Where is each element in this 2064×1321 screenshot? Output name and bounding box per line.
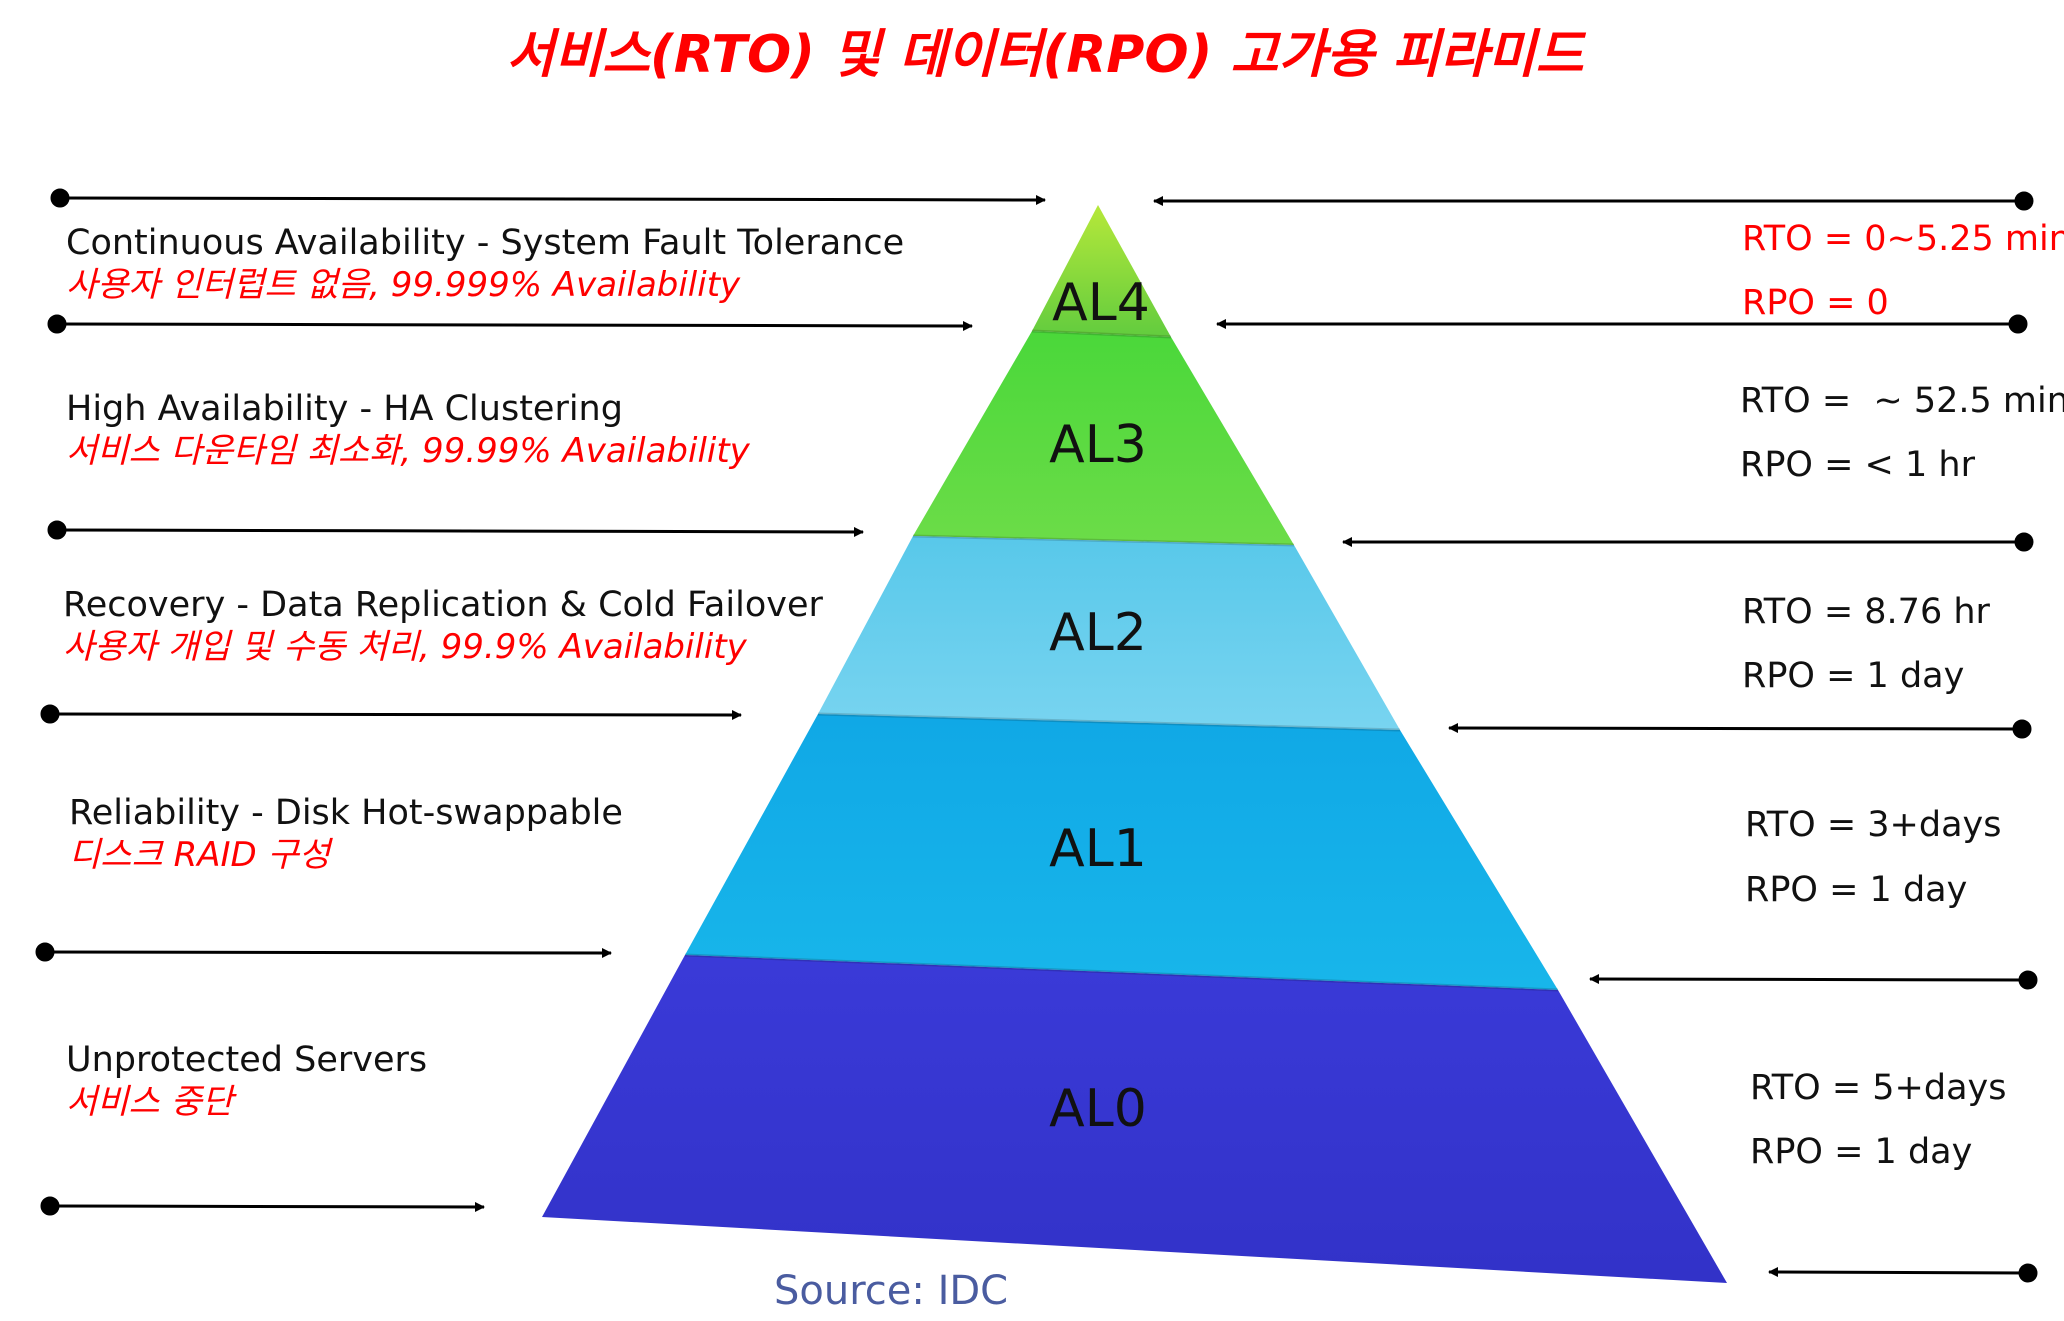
right-arrows <box>1153 191 2038 1283</box>
band-al4 <box>1032 205 1171 337</box>
level-label-al2: AL2 <box>1049 603 1147 663</box>
band-al1 <box>685 714 1558 990</box>
level-desc-al0: 서비스 중단 <box>66 1082 237 1122</box>
level-name-al0: Unprotected Servers <box>66 1040 427 1080</box>
level-label-al1: AL1 <box>1049 819 1147 879</box>
band-dividers <box>684 329 1559 992</box>
level-label-al4: AL4 <box>1052 273 1150 333</box>
band-al0 <box>542 955 1727 1283</box>
rto-al0: RTO = 5+days <box>1750 1068 2006 1108</box>
level-name-al3: High Availability - HA Clustering <box>66 389 623 429</box>
level-label-al3: AL3 <box>1049 415 1147 475</box>
left-arrows <box>35 188 1046 1216</box>
source-caption: Source: IDC <box>774 1268 1008 1314</box>
level-desc-al3: 서비스 다운타임 최소화, 99.99% Availability <box>66 431 751 471</box>
band-al2 <box>818 536 1400 730</box>
level-desc-al4: 사용자 인터럽트 없음, 99.999% Availability <box>66 265 741 305</box>
level-label-al0: AL0 <box>1049 1079 1147 1139</box>
band-al3 <box>913 331 1294 545</box>
rpo-al3: RPO = < 1 hr <box>1740 445 1976 485</box>
rpo-al4: RPO = 0 <box>1742 283 1889 323</box>
level-name-al4: Continuous Availability - System Fault T… <box>66 223 904 263</box>
rpo-al2: RPO = 1 day <box>1742 656 1964 696</box>
rpo-al1: RPO = 1 day <box>1745 870 1967 910</box>
level-name-al2: Recovery - Data Replication & Cold Failo… <box>63 585 823 625</box>
rpo-al0: RPO = 1 day <box>1750 1132 1972 1172</box>
diagram-title: 서비스(RTO) 및 데이터(RPO) 고가용 피라미드 <box>507 25 1587 85</box>
rto-al4: RTO = 0~5.25 min <box>1742 219 2064 259</box>
rto-al1: RTO = 3+days <box>1745 805 2001 845</box>
level-name-al1: Reliability - Disk Hot-swappable <box>69 793 623 833</box>
rto-al3: RTO = ~ 52.5 min <box>1740 381 2064 421</box>
level-desc-al1: 디스크 RAID 구성 <box>69 835 334 875</box>
level-desc-al2: 사용자 개입 및 수동 처리, 99.9% Availability <box>63 627 748 667</box>
rto-al2: RTO = 8.76 hr <box>1742 592 1991 632</box>
